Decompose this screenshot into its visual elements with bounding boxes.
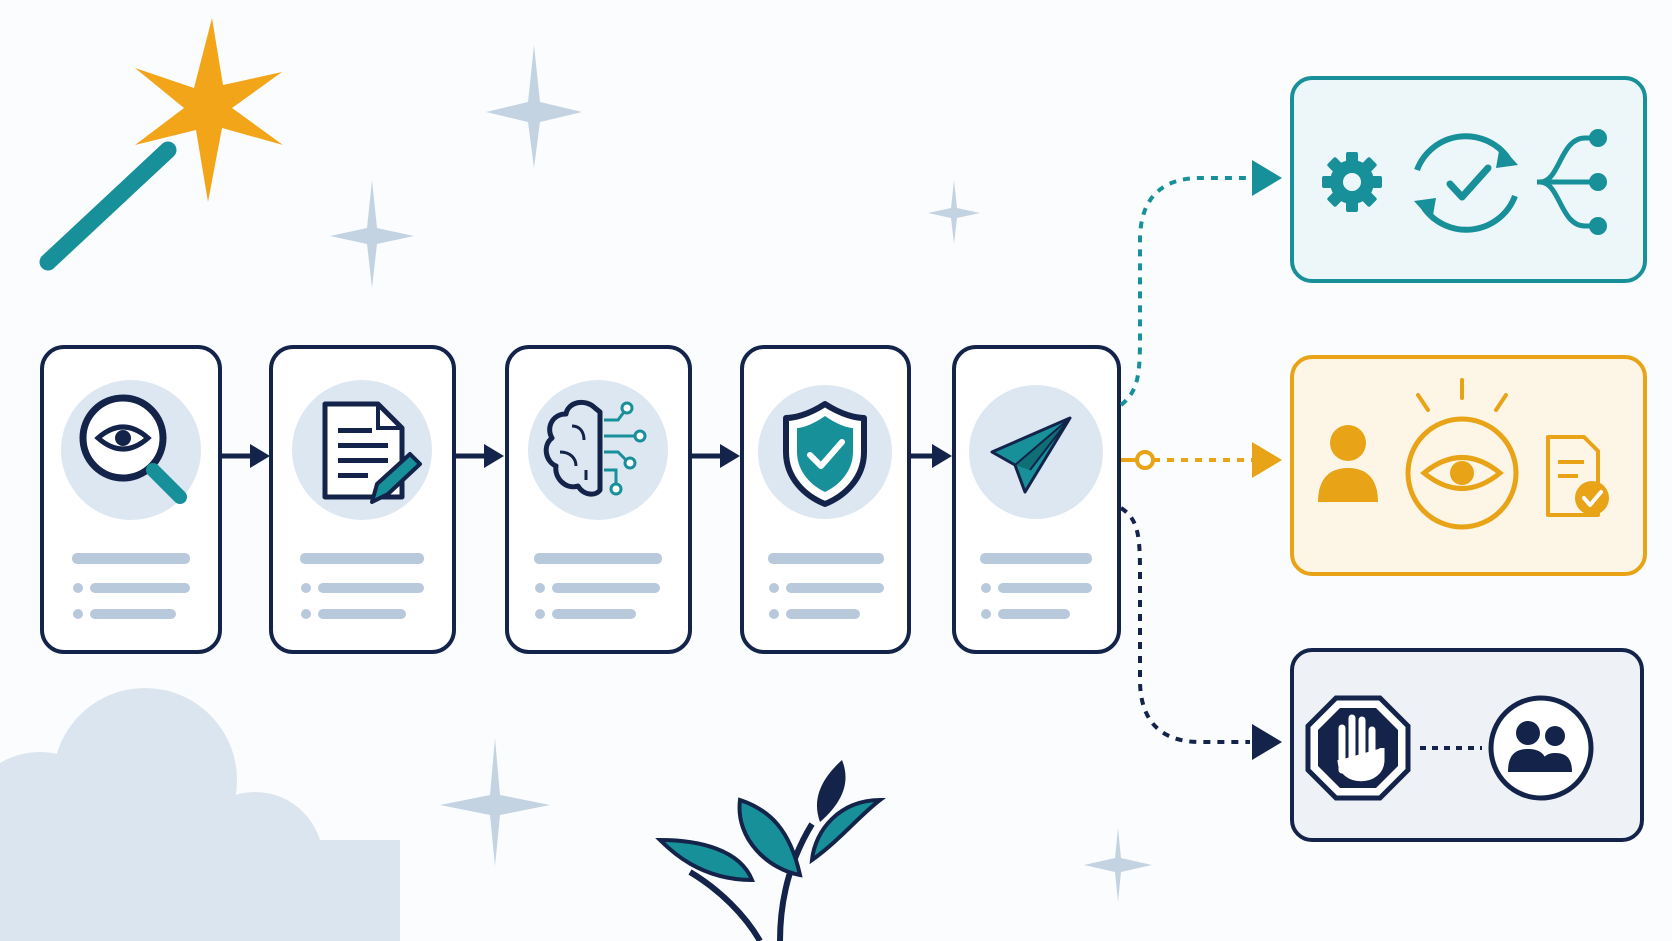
arrow-connector — [692, 444, 740, 468]
cycle-check-icon — [1414, 133, 1518, 233]
step-card-analyze — [505, 345, 692, 654]
pipeline-arrows — [222, 444, 952, 468]
magnifier-eye-icon — [79, 394, 187, 504]
sparkle-icon — [330, 45, 1152, 902]
skeleton-lines — [768, 553, 884, 619]
shield-check-icon — [783, 401, 867, 507]
paper-plane-icon — [990, 416, 1072, 494]
outcome-box-human-review — [1290, 355, 1647, 576]
arrow-connector — [456, 444, 504, 468]
skeleton-lines — [72, 553, 190, 619]
magic-wand-icon — [39, 18, 283, 271]
step-card-draft — [269, 345, 456, 654]
stop-hand-icon — [1305, 695, 1411, 801]
skeleton-lines — [980, 553, 1092, 619]
eye-icon — [1405, 378, 1519, 530]
group-icon — [1488, 695, 1594, 801]
branch-connector-navy — [1119, 506, 1282, 760]
cloud-shape — [0, 688, 400, 941]
document-pencil-icon — [322, 401, 422, 504]
outcome-box-automate — [1290, 76, 1647, 283]
person-icon — [1318, 425, 1378, 502]
outcome-box-escalate — [1290, 648, 1644, 842]
step-card-verify — [740, 345, 911, 654]
branch-connector-teal — [1119, 160, 1282, 407]
skeleton-lines — [300, 553, 424, 619]
branch-connector-orange — [1121, 442, 1282, 478]
brain-circuit-icon — [543, 399, 647, 497]
gear-icon — [1322, 152, 1382, 212]
skeleton-lines — [534, 553, 662, 619]
arrow-connector — [911, 444, 952, 468]
arrow-connector — [222, 444, 270, 468]
document-check-icon — [1546, 435, 1609, 517]
step-card-send — [952, 345, 1121, 654]
leaf-plant-icon — [655, 760, 887, 941]
branch-icon — [1537, 129, 1607, 235]
step-card-review — [40, 345, 222, 654]
